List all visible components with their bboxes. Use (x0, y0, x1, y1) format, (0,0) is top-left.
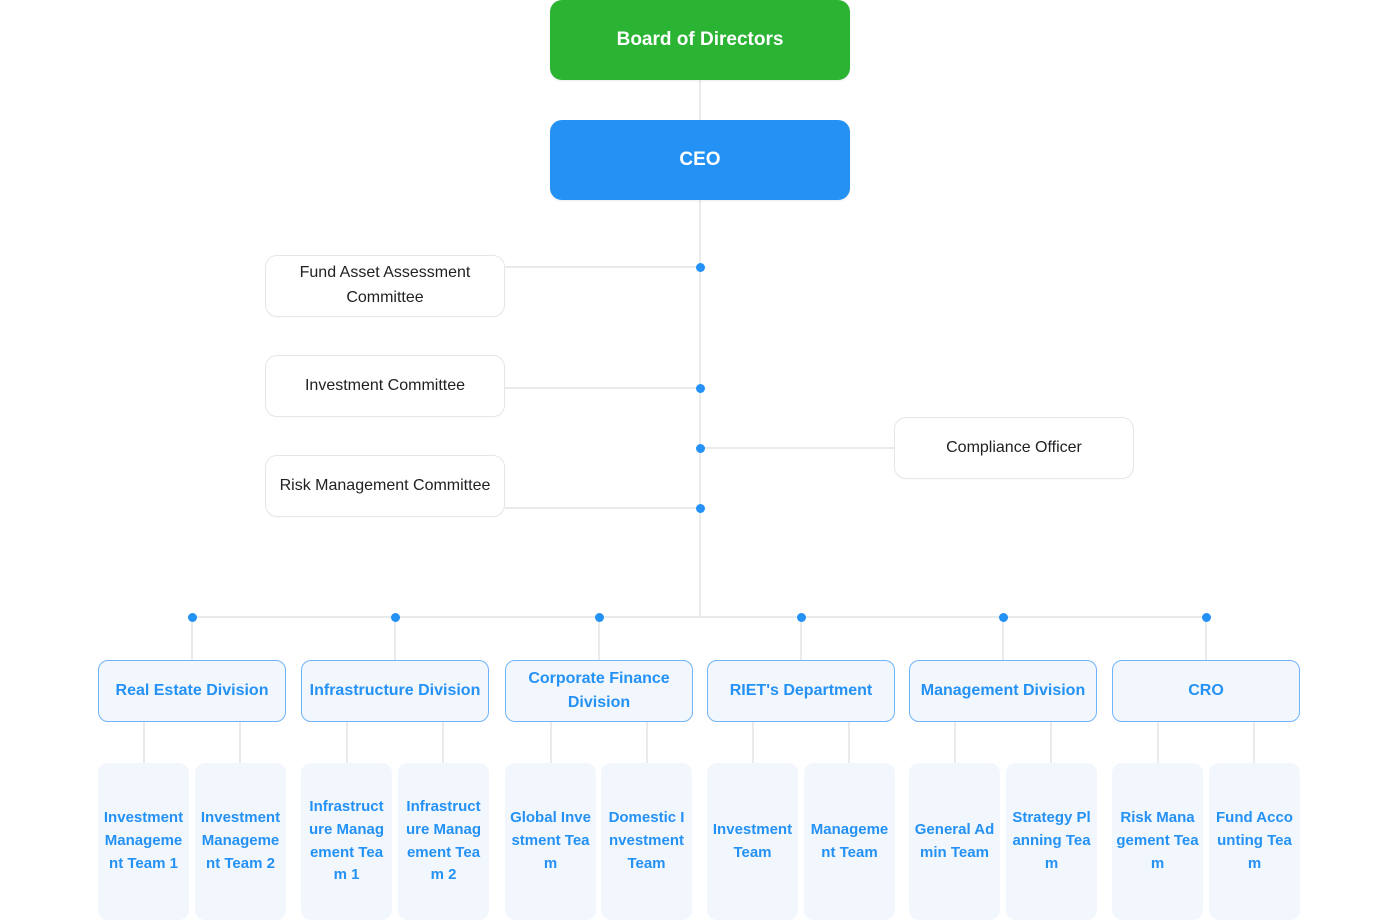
node-team-strategy-planning[interactable]: Strategy Planning Team (1006, 763, 1097, 920)
connector-drop-division-3 (598, 617, 600, 660)
node-team-investment-management-2[interactable]: Investment Management Team 2 (195, 763, 286, 920)
connector-drop-division-1 (191, 617, 193, 660)
node-label: Real Estate Division (115, 682, 269, 699)
node-risk-management-committee[interactable]: Risk Management Committee (265, 455, 505, 517)
connector-drop-team-5-2 (1050, 722, 1052, 763)
node-team-global-investment[interactable]: Global Investment Team (505, 763, 596, 920)
node-team-fund-accounting[interactable]: Fund Accounting Team (1209, 763, 1300, 920)
node-label: Investment Management Team 2 (200, 809, 281, 872)
connector-drop-division-2 (394, 617, 396, 660)
node-team-domestic-investment[interactable]: Domestic Investment Team (601, 763, 692, 920)
node-team-riets-management[interactable]: Management Team (804, 763, 895, 920)
connector-drop-team-2-2 (442, 722, 444, 763)
connector-dot-division-5 (998, 612, 1008, 622)
connector-dot-division-3 (594, 612, 604, 622)
connector-dot-4 (695, 503, 705, 513)
node-team-infrastructure-management-1[interactable]: Infrastructure Management Team 1 (301, 763, 392, 920)
node-division-management[interactable]: Management Division (909, 660, 1097, 722)
connector-board-to-ceo (699, 80, 701, 120)
node-team-infrastructure-management-2[interactable]: Infrastructure Management Team 2 (398, 763, 489, 920)
connector-drop-team-1-2 (239, 722, 241, 763)
connector-drop-team-4-2 (848, 722, 850, 763)
node-division-real-estate[interactable]: Real Estate Division (98, 660, 286, 722)
node-label: Investment Management Team 1 (103, 809, 184, 872)
connector-compliance-officer (700, 447, 894, 449)
node-team-general-admin[interactable]: General Admin Team (909, 763, 1000, 920)
connector-drop-division-4 (800, 617, 802, 660)
node-label: Fund Asset Assessment Committee (299, 264, 471, 306)
connector-drop-division-5 (1002, 617, 1004, 660)
node-label: Infrastructure Division (309, 682, 481, 699)
node-fund-asset-assessment-committee[interactable]: Fund Asset Assessment Committee (265, 255, 505, 317)
connector-drop-team-5-1 (954, 722, 956, 763)
node-label: Risk Management Committee (279, 476, 491, 494)
node-division-riets-department[interactable]: RIET's Department (707, 660, 895, 722)
node-label: Infrastructure Management Team 2 (405, 797, 481, 884)
connector-dot-division-6 (1201, 612, 1211, 622)
node-board-of-directors[interactable]: Board of Directors (550, 0, 850, 80)
connector-division-bus (192, 616, 1206, 618)
node-label: Domestic Investment Team (608, 809, 685, 872)
connector-dot-division-4 (796, 612, 806, 622)
connector-drop-team-3-1 (550, 722, 552, 763)
node-label: RIET's Department (729, 682, 873, 699)
node-label: CEO (679, 149, 721, 170)
connector-ceo-spine (699, 200, 701, 618)
node-label: Risk Management Team (1116, 809, 1199, 872)
node-division-infrastructure[interactable]: Infrastructure Division (301, 660, 489, 722)
connector-dot-1 (695, 262, 705, 272)
connector-drop-team-6-1 (1157, 722, 1159, 763)
node-label: Compliance Officer (946, 438, 1082, 456)
connector-drop-team-3-2 (646, 722, 648, 763)
connector-fund-asset-assessment-committee (505, 266, 700, 268)
node-label: Strategy Planning Team (1012, 809, 1091, 872)
node-ceo[interactable]: CEO (550, 120, 850, 200)
node-label: Infrastructure Management Team 1 (308, 797, 384, 884)
node-label: Fund Accounting Team (1216, 809, 1293, 872)
connector-drop-team-6-2 (1253, 722, 1255, 763)
node-label: CRO (1188, 682, 1224, 699)
node-division-cro[interactable]: CRO (1112, 660, 1300, 722)
node-label: Investment Committee (304, 376, 466, 394)
connector-investment-committee (505, 387, 700, 389)
connector-dot-3 (695, 443, 705, 453)
node-team-investment-management-1[interactable]: Investment Management Team 1 (98, 763, 189, 920)
node-compliance-officer[interactable]: Compliance Officer (894, 417, 1134, 479)
node-label: Management Team (810, 820, 889, 861)
connector-drop-team-4-1 (752, 722, 754, 763)
node-label: Investment Team (712, 820, 793, 861)
node-label: General Admin Team (914, 820, 995, 861)
node-label: Global Investment Team (510, 809, 591, 872)
connector-dot-2 (695, 383, 705, 393)
connector-drop-division-6 (1205, 617, 1207, 660)
node-division-corporate-finance[interactable]: Corporate Finance Division (505, 660, 693, 722)
node-team-riets-investment[interactable]: Investment Team (707, 763, 798, 920)
connector-dot-division-2 (390, 612, 400, 622)
node-investment-committee[interactable]: Investment Committee (265, 355, 505, 417)
node-label: Management Division (920, 682, 1086, 699)
node-label: Corporate Finance Division (528, 670, 670, 711)
connector-drop-team-1-1 (143, 722, 145, 763)
connector-drop-team-2-1 (346, 722, 348, 763)
node-label: Board of Directors (616, 29, 784, 50)
connector-risk-management-committee (505, 507, 700, 509)
connector-dot-division-1 (187, 612, 197, 622)
node-team-risk-management[interactable]: Risk Management Team (1112, 763, 1203, 920)
